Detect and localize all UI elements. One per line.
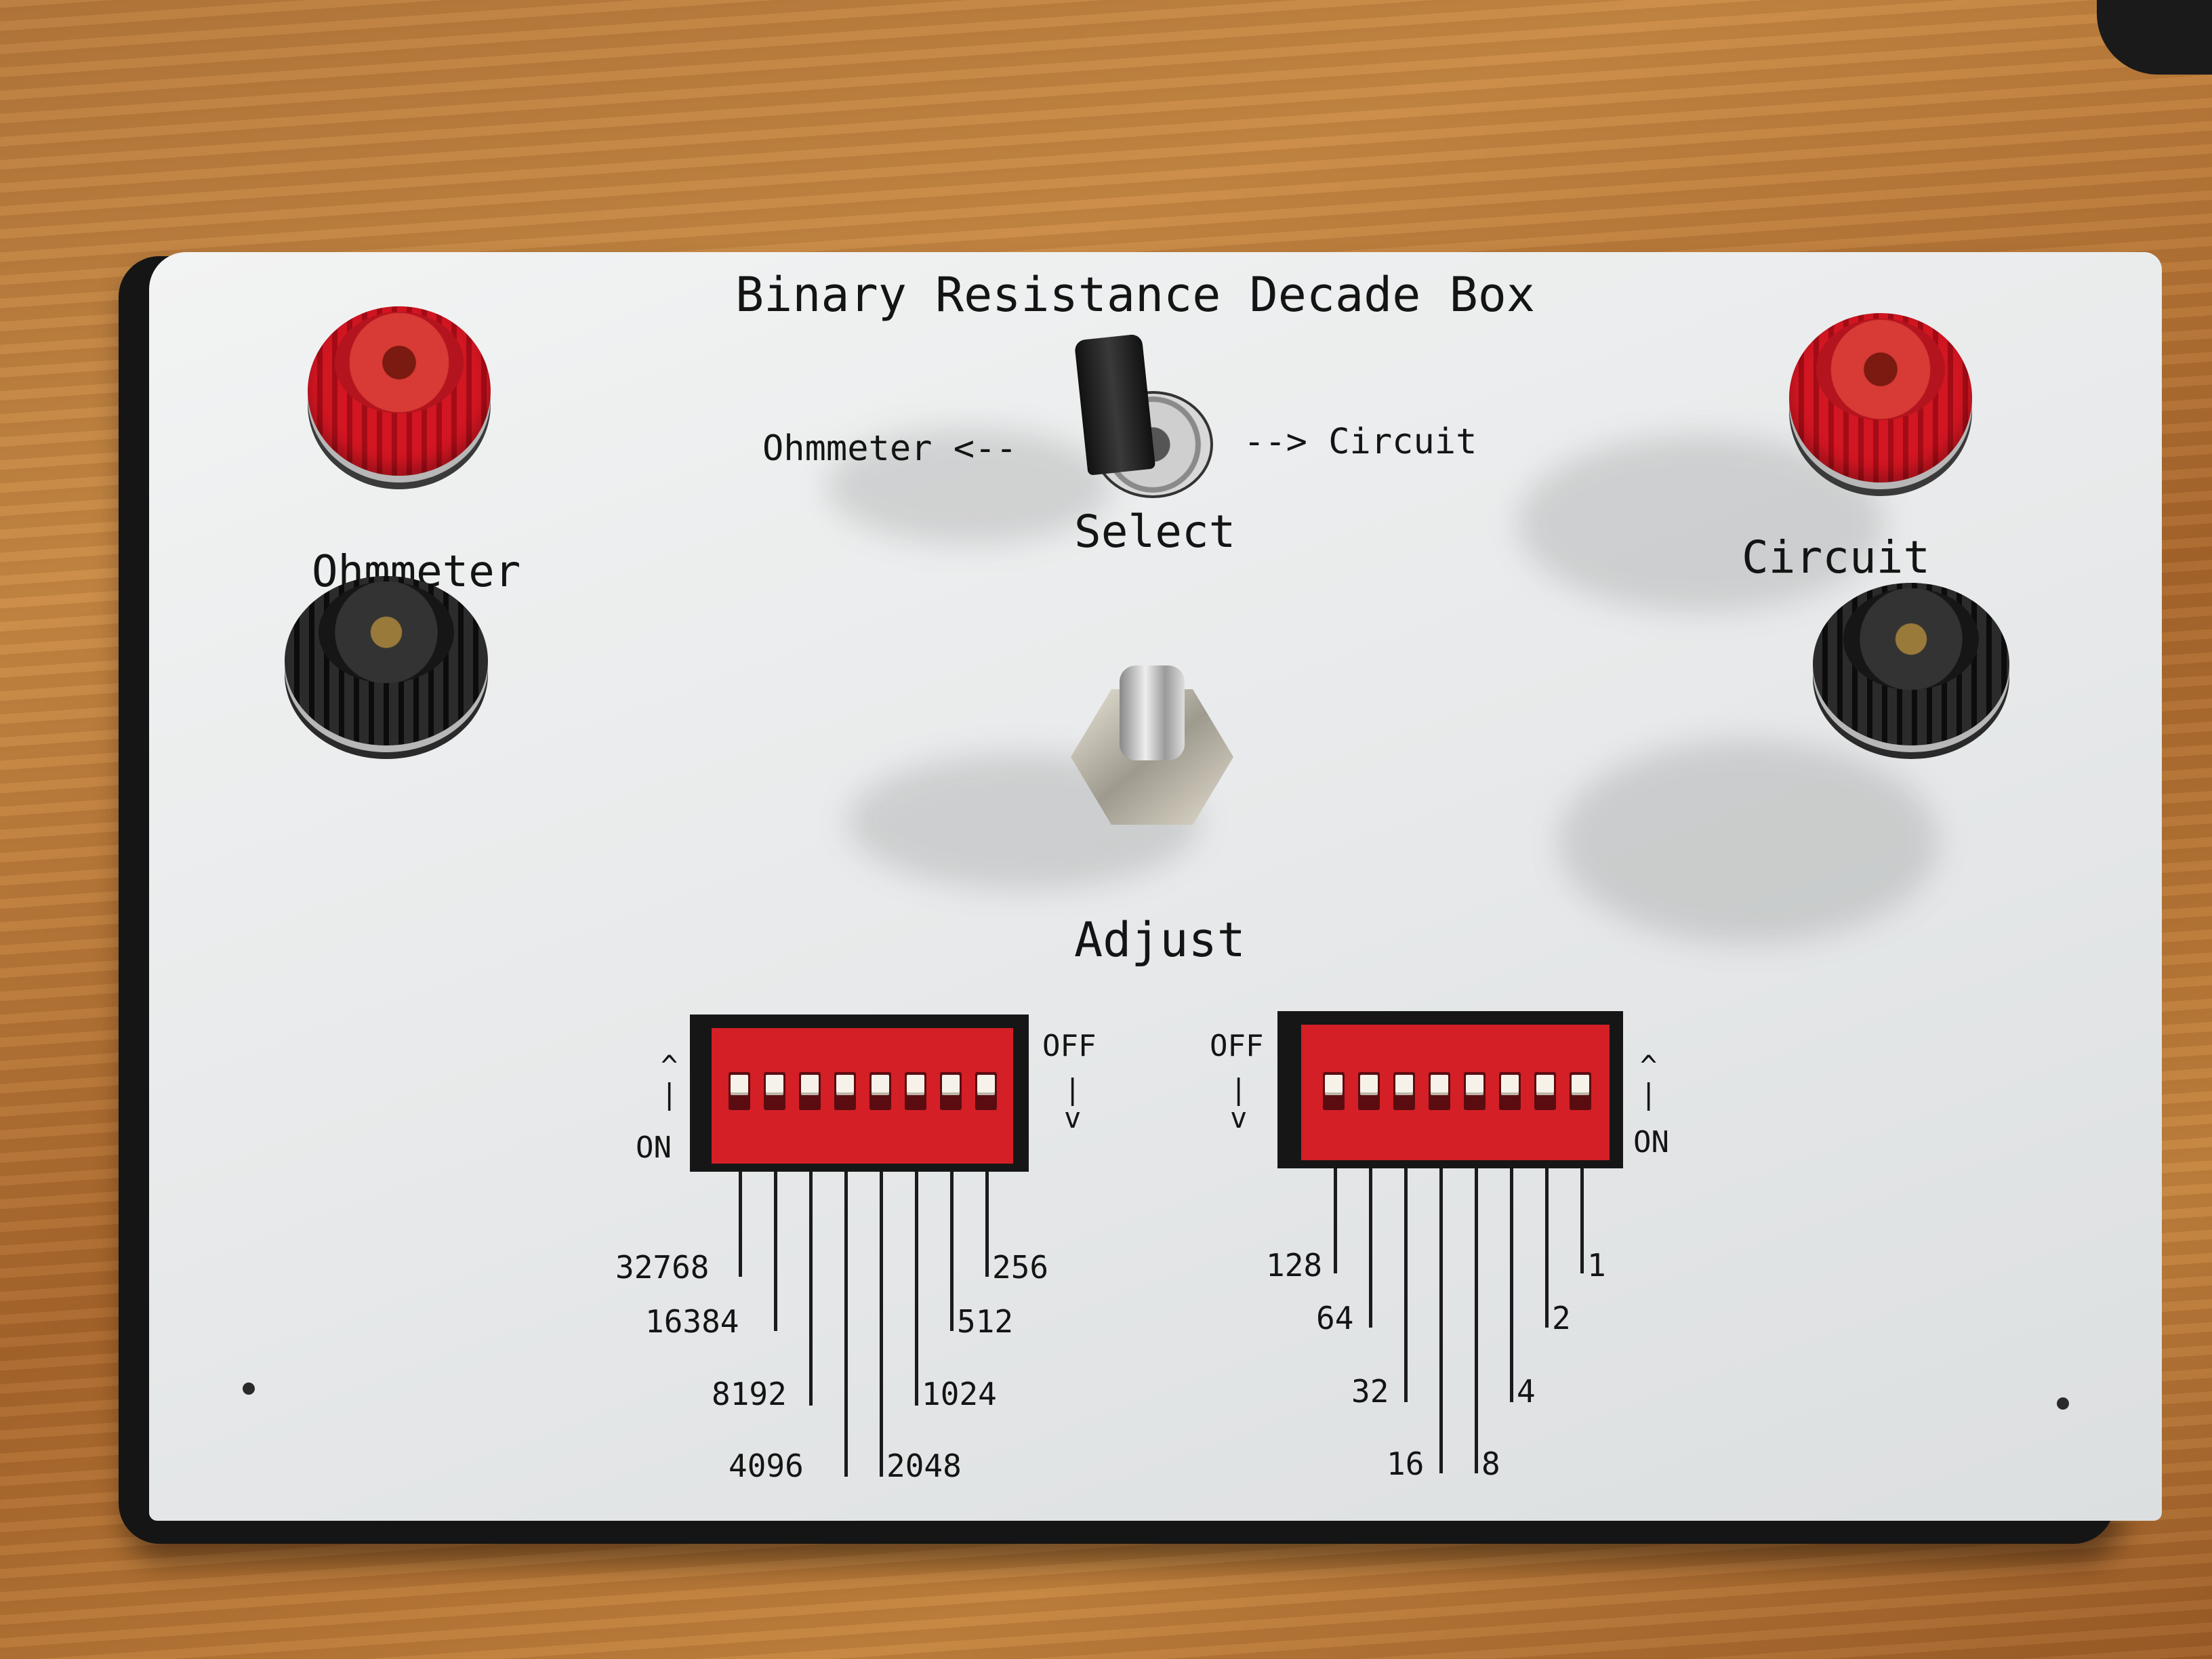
dip-switch[interactable] (799, 1072, 821, 1110)
bit-value-label: 2 (1552, 1300, 1571, 1336)
left-down-arrow-icon: | v (1064, 1073, 1082, 1134)
adjust-pot-shaft[interactable] (1120, 665, 1185, 760)
screw-hole (2057, 1397, 2069, 1410)
screw-hole (243, 1382, 255, 1395)
leader-line (774, 1172, 777, 1331)
adjust-label: Adjust (1074, 912, 1246, 968)
dip-tab (766, 1075, 783, 1092)
dip-tab (1395, 1075, 1413, 1092)
dip-switch[interactable] (869, 1072, 891, 1110)
dip-switch[interactable] (764, 1072, 785, 1110)
ohmmeter-black-terminal[interactable] (285, 576, 488, 745)
dip-tab (907, 1075, 924, 1092)
circuit-terminals-label: Circuit (1742, 531, 1931, 583)
terminal-top (1843, 588, 1979, 690)
select-right-label: --> Circuit (1244, 422, 1477, 462)
dip-switch[interactable] (1534, 1072, 1556, 1110)
leader-line (1510, 1168, 1513, 1402)
right-up-arrow-icon: ^ | (1640, 1049, 1658, 1111)
leader-line (1545, 1168, 1549, 1328)
leader-line (809, 1172, 813, 1406)
select-left-label: Ohmmeter <-- (762, 428, 1017, 469)
leader-line (1580, 1168, 1584, 1273)
bit-value-label: 128 (1266, 1247, 1323, 1284)
bit-value-label: 16 (1387, 1446, 1425, 1482)
circuit-black-terminal[interactable] (1813, 583, 2009, 745)
shadow (1559, 740, 1938, 943)
dip-switch[interactable] (1393, 1072, 1415, 1110)
ohmmeter-red-terminal[interactable] (308, 306, 491, 476)
bit-value-label: 1024 (922, 1376, 997, 1412)
leader-line (1439, 1168, 1443, 1473)
dip-switch[interactable] (1499, 1072, 1521, 1110)
dip-tab (942, 1075, 960, 1092)
leader-line (985, 1172, 989, 1277)
bit-value-label: 64 (1316, 1300, 1354, 1336)
right-down-arrow-icon: | v (1230, 1073, 1248, 1134)
dip-tab (1501, 1075, 1519, 1092)
leader-line (1404, 1168, 1408, 1402)
dip-switch[interactable] (905, 1072, 926, 1110)
panel-title: Binary Resistance Decade Box (735, 267, 1536, 323)
left-on-label: ON (636, 1130, 672, 1165)
terminal-top (319, 581, 454, 683)
dip-switch[interactable] (729, 1072, 750, 1110)
shadow (827, 428, 1111, 544)
dip-switch[interactable] (1464, 1072, 1486, 1110)
dip-switch[interactable] (1358, 1072, 1380, 1110)
leader-line (739, 1172, 742, 1277)
bit-value-label: 1 (1587, 1247, 1606, 1284)
dip-tab (731, 1075, 748, 1092)
bit-value-label: 256 (992, 1249, 1049, 1286)
leader-line (844, 1172, 848, 1477)
left-off-label: OFF (1042, 1029, 1097, 1063)
left-dip-switch-block (712, 1028, 1013, 1164)
right-on-label: ON (1633, 1125, 1669, 1160)
terminal-top (335, 312, 464, 413)
dip-tab (1325, 1075, 1343, 1092)
dip-tab (1466, 1075, 1483, 1092)
front-panel: Binary Resistance Decade Box Ohmmeter <-… (149, 252, 2162, 1521)
bit-value-label: 2048 (886, 1448, 962, 1484)
shadow (1518, 435, 1884, 611)
leader-line (1334, 1168, 1337, 1273)
leader-line (950, 1172, 954, 1331)
dip-switch[interactable] (834, 1072, 856, 1110)
dip-switch[interactable] (1429, 1072, 1450, 1110)
dip-tab (801, 1075, 819, 1092)
right-off-label: OFF (1210, 1029, 1264, 1063)
dip-tab (1572, 1075, 1589, 1092)
bit-value-label: 512 (957, 1303, 1014, 1340)
select-label: Select (1074, 506, 1236, 558)
terminal-top (1816, 319, 1945, 420)
dip-tab (872, 1075, 889, 1092)
bit-value-label: 8 (1481, 1446, 1500, 1482)
select-toggle-lever[interactable] (1073, 333, 1156, 476)
dip-tab (1536, 1075, 1554, 1092)
dip-switch[interactable] (1323, 1072, 1345, 1110)
dip-switch[interactable] (940, 1072, 962, 1110)
bit-value-label: 8192 (712, 1376, 787, 1412)
right-dip-switch-block (1301, 1025, 1610, 1160)
bit-value-label: 4 (1517, 1373, 1536, 1410)
leader-line (1369, 1168, 1372, 1328)
dip-tab (836, 1075, 854, 1092)
leader-line (1475, 1168, 1478, 1473)
dip-tab (1360, 1075, 1378, 1092)
leader-line (880, 1172, 883, 1477)
circuit-red-terminal[interactable] (1789, 313, 1972, 483)
leader-line (915, 1172, 918, 1406)
bit-value-label: 32 (1351, 1373, 1389, 1410)
left-up-arrow-icon: ^ | (661, 1049, 678, 1111)
dip-switch[interactable] (975, 1072, 997, 1110)
dip-switch[interactable] (1570, 1072, 1591, 1110)
bit-value-label: 32768 (615, 1249, 710, 1286)
bit-value-label: 4096 (729, 1448, 804, 1484)
dip-tab (977, 1075, 995, 1092)
dip-tab (1431, 1075, 1448, 1092)
bit-value-label: 16384 (645, 1303, 739, 1340)
